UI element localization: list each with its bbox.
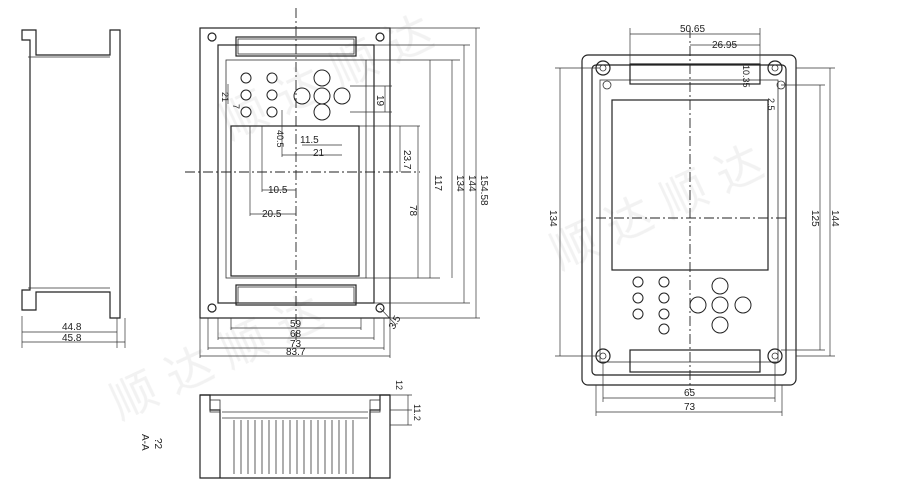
dim-44-8: 44.8 <box>62 322 82 333</box>
dim-117: 117 <box>432 175 443 191</box>
section-label: A-A <box>139 434 150 451</box>
dim-65: 65 <box>684 388 696 399</box>
dim-26-95: 26.95 <box>712 40 737 51</box>
dim-21: 21 <box>313 148 325 159</box>
watermark-text-2: 顺 达 顺 达 <box>542 135 771 280</box>
rear-view: 50.65 26.95 10.35 2.5 134 125 144 65 73 <box>547 24 840 416</box>
dim-7: 7 <box>231 104 241 109</box>
dim-45-8: 45.8 <box>62 333 82 344</box>
dim-73-rear: 73 <box>684 402 696 413</box>
vent-slots <box>233 420 354 474</box>
dim-10-5: 10.5 <box>268 185 288 196</box>
dim-20-5: 20.5 <box>262 209 282 220</box>
dim-68: 68 <box>290 329 302 340</box>
dim-134: 134 <box>454 175 465 192</box>
dim-144-rear: 144 <box>829 210 840 227</box>
dim-12: 12 <box>394 380 404 390</box>
dim-144: 144 <box>466 175 477 192</box>
dim-23-7: 23.7 <box>401 150 412 170</box>
dim-19: 19 <box>374 95 385 107</box>
dim-78: 78 <box>407 205 418 217</box>
section-view: 12 11.2 A-A ?2 <box>139 380 422 479</box>
watermark: 顺 达 顺 达 顺 达 顺 达 顺 达 顺 达 <box>102 5 771 430</box>
dim-10-35: 10.35 <box>741 65 751 88</box>
dim-50-65: 50.65 <box>680 24 705 35</box>
dim-125: 125 <box>809 210 820 227</box>
dim-21-left: 21 <box>220 92 230 102</box>
dim-40-5: 40.5 <box>275 130 285 148</box>
section-scale: ?2 <box>152 438 163 450</box>
front-view: 154.58 144 134 117 78 23.7 19 59 68 73 8… <box>185 8 489 358</box>
dim-11-5: 11.5 <box>300 135 319 146</box>
dim-2-5: 2.5 <box>766 98 776 111</box>
dim-134-rear: 134 <box>547 210 558 227</box>
dim-83-7: 83.7 <box>286 347 306 358</box>
side-view: 44.8 45.8 <box>21 29 126 348</box>
dim-154-58: 154.58 <box>478 175 489 206</box>
dim-59: 59 <box>290 319 302 330</box>
dim-73: 73 <box>290 339 302 350</box>
dim-11-2: 11.2 <box>412 404 422 421</box>
